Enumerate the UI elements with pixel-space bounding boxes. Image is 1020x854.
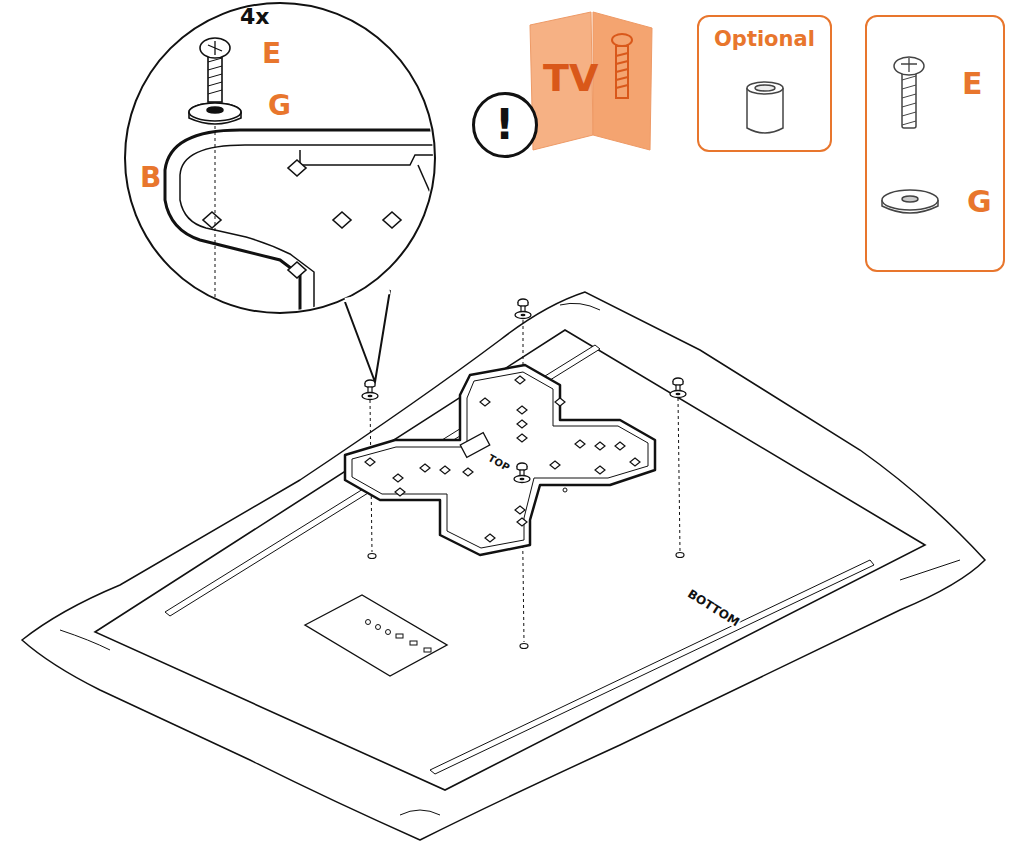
box-heading: Optional (714, 29, 815, 50)
warning-circle: ! (472, 92, 538, 158)
manual-booklet: TV (535, 52, 606, 104)
manual-label: TV (543, 59, 598, 97)
part-letter: G (967, 187, 992, 217)
part-letter: B (140, 164, 161, 192)
part-letter: E (962, 69, 983, 99)
optional-parts-box: Optional (697, 15, 832, 152)
parts-box: EG (865, 15, 1005, 272)
quantity-label: 4x (240, 6, 270, 28)
part-letter: G (268, 92, 291, 120)
warning-mark: ! (495, 104, 514, 146)
part-letter: E (262, 40, 281, 68)
